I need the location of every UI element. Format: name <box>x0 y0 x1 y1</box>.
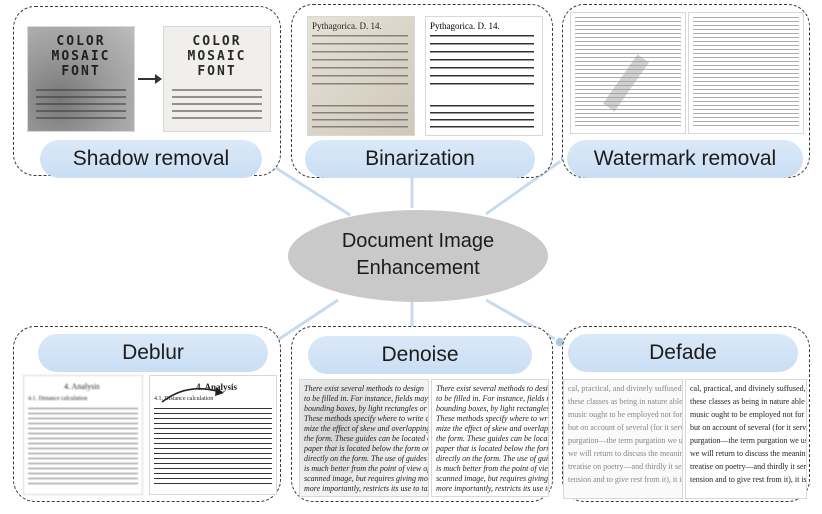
defade-out-line: these classes as being in nature able to <box>690 397 806 406</box>
binarization-pill: Binarization <box>305 140 535 178</box>
defade-out-line: tension and to give rest from it), it is… <box>690 475 806 484</box>
watermark-in-text <box>575 17 681 129</box>
denoise-in-line: mize the effect of skew and overlapping <box>304 424 428 433</box>
watermark-input-image <box>571 13 685 133</box>
defade-in-line: but on account of several (for it serves <box>568 423 682 432</box>
denoise-in-line: more importantly, restricts its use to t… <box>304 484 428 493</box>
denoise-out-line: mize the effect of skew and overlapping <box>436 424 548 433</box>
denoise-in-line: to be filled in. For instance, fields ma… <box>304 394 428 403</box>
denoise-in-line: These methods specify where to write and <box>304 414 428 423</box>
binarization-in-rows <box>312 35 408 91</box>
binarization-out-rows2 <box>430 105 534 131</box>
defade-out-line: treatise on poetry—and thirdly it serves <box>690 462 806 471</box>
shadow-out-font-line2: MOSAIC <box>187 49 247 64</box>
deblur-out-heading: 4. Analysis <box>196 382 238 392</box>
defade-input-image: cal, practical, and divinely suffused, th… <box>564 380 682 498</box>
defade-in-line: music ought to be employed not for the <box>568 410 682 419</box>
defade-out-line: music ought to be employed not for the <box>690 410 806 419</box>
denoise-in-line: paper that is located below the form or <box>304 444 428 453</box>
deblur-in-heading: 4. Analysis <box>64 382 100 391</box>
binarization-output-image: Pythagorica. D. 14. <box>426 17 542 135</box>
deblur-out-rows <box>154 408 272 488</box>
denoise-out-line: These methods specify where to write and <box>436 414 548 423</box>
defade-out-line: cal, practical, and divinely suffused, <box>690 384 806 393</box>
watermark-removal-pill: Watermark removal <box>567 140 803 178</box>
deblur-in-subheading: 4.1. Distance calculation <box>28 396 88 402</box>
denoise-out-line: is much better from the point of view of <box>436 464 548 473</box>
defade-in-line: these classes as being in nature able to <box>568 397 682 406</box>
denoise-out-line: to be filled in. For instance, fields ma… <box>436 394 548 403</box>
shadow-removal-pill: Shadow removal <box>40 140 262 178</box>
hub-ellipse <box>288 210 548 302</box>
denoise-out-line: There exist several methods to design <box>436 384 548 393</box>
watermark-out-text <box>693 17 799 129</box>
binarization-input-image: Pythagorica. D. 14. <box>308 17 414 135</box>
deblur-in-rows <box>28 408 138 488</box>
defade-in-line: we will return to discuss the meaning <box>568 449 682 458</box>
deblur-arrow-icon <box>161 387 224 403</box>
shadow-out-font-line3: FONT <box>197 64 237 79</box>
defade-in-line: cal, practical, and divinely suffused, <box>568 384 682 393</box>
denoise-out-line: more importantly, restricts its use to t… <box>436 484 548 493</box>
defade-in-line: purgation—the term purgation we use for <box>568 436 682 445</box>
denoise-in-line: the form. These guides can be located on… <box>304 434 428 443</box>
defade-out-line: purgation—the term purgation we use for <box>690 436 806 445</box>
defade-in-line: tension and to give rest from it), it is… <box>568 475 682 484</box>
denoise-pill: Denoise <box>308 336 532 374</box>
denoise-in-line: directly on the form. The use of guides … <box>304 454 428 463</box>
arrow-icon <box>138 74 162 84</box>
denoise-out-line: directly on the form. The use of guides … <box>436 454 548 463</box>
denoise-out-line: bounding boxes, by light rectangles or <box>436 404 548 413</box>
deblur-out-subheading: 4.1. Distance calculation <box>154 396 214 402</box>
denoise-out-line: the form. These guides can be located on… <box>436 434 548 443</box>
defade-out-line: but on account of several (for it serves <box>690 423 806 432</box>
shadow-input-image: COLOR MOSAIC FONT <box>28 27 134 131</box>
denoise-in-line: is much better from the point of view of <box>304 464 428 473</box>
deblur-pill: Deblur <box>38 334 268 372</box>
watermark-output-image <box>689 13 803 133</box>
connector-watermark <box>485 156 566 216</box>
denoise-in-line: bounding boxes, by light rectangles or <box>304 404 427 413</box>
hub-title-line1: Document Image <box>341 230 495 252</box>
defade-pill: Defade <box>568 334 798 372</box>
defade-out-line: we will return to discuss the meaning <box>690 449 806 458</box>
binarization-in-rows2 <box>312 105 408 131</box>
binarization-out-head: Pythagorica. D. 14. <box>430 21 500 31</box>
binarization-out-rows <box>430 35 534 91</box>
deblur-input-image: 4. Analysis 4.1. Distance calculation <box>24 376 142 494</box>
shadow-in-font-line2: MOSAIC <box>51 49 111 64</box>
connector-deblur <box>269 298 339 347</box>
binarization-in-head: Pythagorica. D. 14. <box>312 21 382 31</box>
denoise-out-line: paper that is located below the form or <box>436 444 548 453</box>
connector-shadow <box>267 161 351 217</box>
hub-label: Document Image Enhancement <box>300 228 536 282</box>
defade-in-line: treatise on poetry—and thirdly it serves <box>568 462 682 471</box>
shadow-in-font-line3: FONT <box>61 64 101 79</box>
denoise-in-line: scanned image, but requires giving more <box>304 474 428 483</box>
shadow-in-font-line1: COLOR <box>56 34 106 49</box>
denoise-out-line: scanned image, but requires giving more <box>436 474 548 483</box>
shadow-out-glyph-rows <box>172 89 262 123</box>
denoise-in-line: There exist several methods to design <box>304 384 424 393</box>
defade-output-image: cal, practical, and divinely suffused, th… <box>686 380 806 498</box>
shadow-output-image: COLOR MOSAIC FONT <box>164 27 270 131</box>
shadow-in-glyph-rows <box>36 89 126 123</box>
hub-title-line2: Enhancement <box>356 257 480 279</box>
shadow-out-font-line1: COLOR <box>192 34 242 49</box>
